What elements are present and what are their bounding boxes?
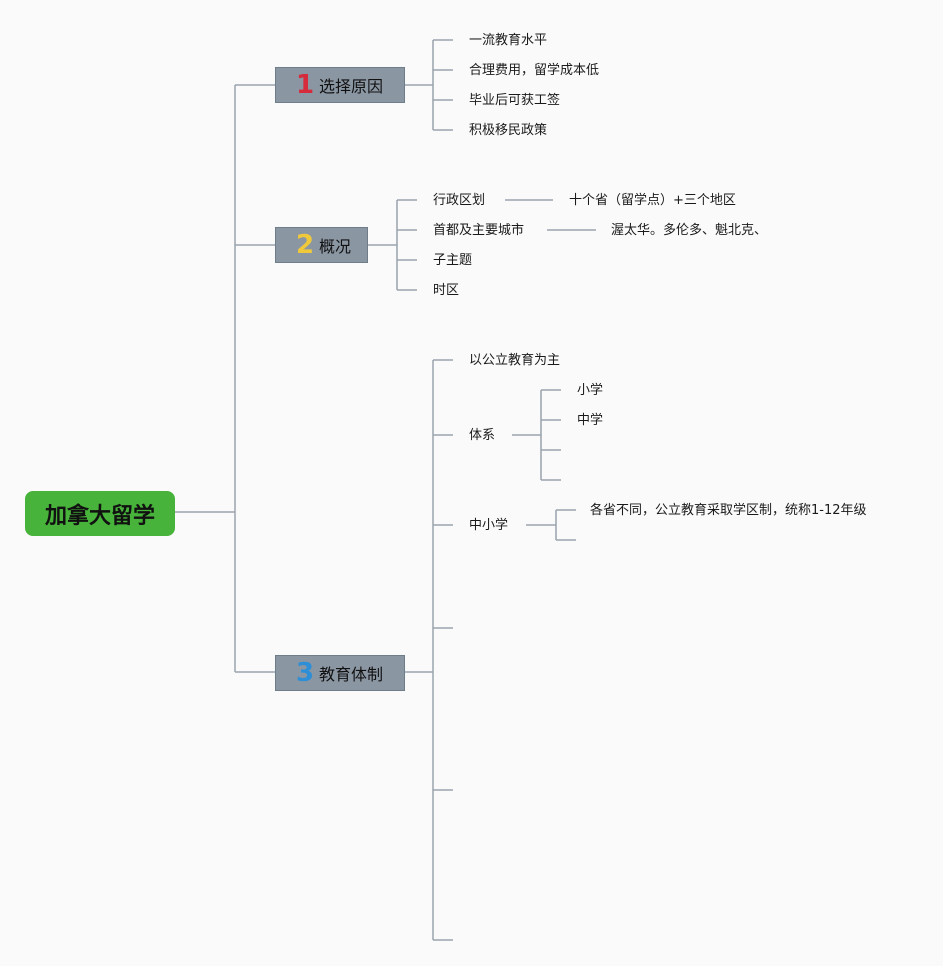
subtopic-child[interactable]: 中学 (577, 413, 604, 428)
subtopic[interactable]: 积极移民政策 (469, 123, 548, 138)
subtopic[interactable]: 中小学 (469, 518, 509, 533)
branch-topic-2[interactable]: 2 概况 (275, 227, 368, 263)
subtopic-child[interactable]: 各省不同，公立教育采取学区制，统称1-12年级 (590, 503, 867, 518)
subtopic[interactable]: 首都及主要城市 (433, 223, 525, 238)
subtopic-child[interactable]: 小学 (577, 383, 604, 398)
subtopic[interactable]: 子主题 (433, 253, 473, 268)
subtopic[interactable]: 时区 (433, 283, 460, 298)
number-3-icon: 3 (295, 658, 315, 688)
branch-label: 教育体制 (319, 665, 384, 684)
subtopic[interactable]: 体系 (469, 428, 496, 443)
central-topic-label: 加拿大留学 (44, 503, 155, 529)
subtopic-detail[interactable]: 十个省（留学点）+三个地区 (569, 193, 736, 208)
branch-topic-3[interactable]: 3 教育体制 (275, 655, 405, 691)
subtopic[interactable]: 毕业后可获工签 (469, 93, 561, 108)
number-1-icon: 1 (295, 70, 315, 100)
branch-topic-1[interactable]: 1 选择原因 (275, 67, 405, 103)
branch-label: 概况 (319, 237, 352, 256)
number-2-icon: 2 (295, 230, 315, 260)
subtopic-detail[interactable]: 渥太华。多伦多、魁北克、 (611, 223, 768, 238)
subtopic[interactable]: 合理费用，留学成本低 (469, 63, 600, 78)
subtopic[interactable]: 一流教育水平 (469, 33, 548, 48)
subtopic[interactable]: 以公立教育为主 (469, 353, 561, 368)
branch-label: 选择原因 (319, 77, 384, 96)
subtopic[interactable]: 行政区划 (433, 193, 486, 208)
central-topic[interactable]: 加拿大留学 (25, 491, 175, 536)
